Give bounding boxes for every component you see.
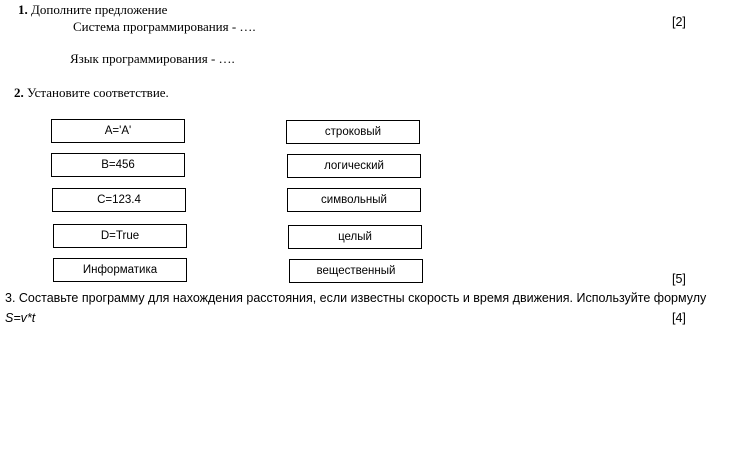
question-3-points: [4] <box>672 311 686 325</box>
question-1-points: [2] <box>672 15 686 29</box>
question-2-points: [5] <box>672 272 686 286</box>
question-1-heading: 1. Дополните предложение <box>18 2 167 18</box>
question-1-number: 1. <box>18 2 28 17</box>
match-right-box-5: вещественный <box>289 259 423 283</box>
match-left-box-1: A='A' <box>51 119 185 143</box>
match-right-box-4: целый <box>288 225 422 249</box>
question-1-line-2: Язык программирования - …. <box>70 51 235 66</box>
match-right-box-3: символьный <box>287 188 421 212</box>
match-left-box-5: Информатика <box>53 258 187 282</box>
question-2-heading: 2. Установите соответствие. <box>14 85 169 101</box>
question-1-line-1: Система программирования - …. <box>73 19 256 34</box>
question-3-text: 3. Составьте программу для нахождения ра… <box>5 291 707 305</box>
question-1-title: Дополните предложение <box>31 2 168 17</box>
match-right-box-1: строковый <box>286 120 420 144</box>
question-2-title: Установите соответствие. <box>27 85 169 100</box>
match-left-box-3: C=123.4 <box>52 188 186 212</box>
match-left-box-4: D=True <box>53 224 187 248</box>
question-2-number: 2. <box>14 85 24 100</box>
match-left-box-2: B=456 <box>51 153 185 177</box>
question-3-formula: S=v*t <box>5 311 36 325</box>
match-right-box-2: логический <box>287 154 421 178</box>
